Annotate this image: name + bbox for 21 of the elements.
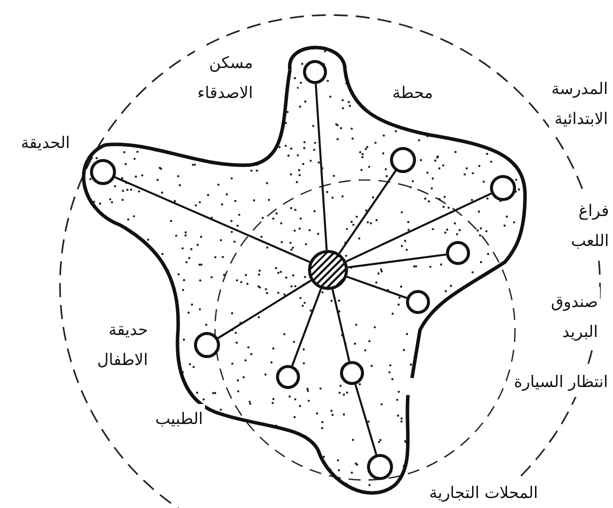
connector-line <box>114 176 310 263</box>
facility-circle <box>340 361 364 385</box>
centre-circle <box>308 250 348 290</box>
connector-line <box>314 84 328 250</box>
facility-circle <box>446 241 470 265</box>
facility-circle <box>194 332 220 358</box>
connector-line <box>291 288 322 366</box>
connector-line <box>348 254 446 268</box>
connector-line <box>332 289 350 362</box>
connector-line <box>346 276 408 299</box>
connector-line <box>218 280 312 339</box>
facility-circle <box>303 60 327 84</box>
facility-circle <box>276 365 300 389</box>
connector-line <box>354 384 378 455</box>
facility-circle <box>406 290 430 314</box>
connector-line <box>346 192 492 262</box>
facility-circle <box>90 159 116 185</box>
connector-line <box>338 170 396 254</box>
facility-circle <box>367 454 393 480</box>
facility-circle <box>390 147 416 173</box>
facility-circle <box>490 175 516 201</box>
